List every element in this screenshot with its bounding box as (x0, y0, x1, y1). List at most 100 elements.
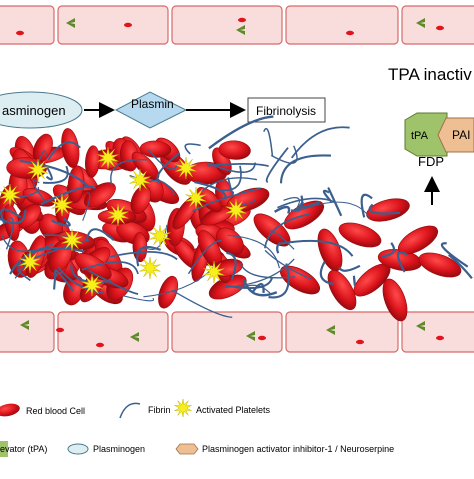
cell-nucleus (346, 30, 354, 36)
cell-nucleus (258, 335, 266, 341)
green-chevron-icon (416, 18, 425, 28)
fibrin-strand (283, 197, 300, 212)
red-blood-cell (382, 278, 408, 322)
fibrin-strand (360, 193, 373, 218)
green-chevron-icon (236, 25, 245, 35)
fibrin-strand (239, 284, 272, 296)
fibrin-strand (110, 250, 178, 261)
red-blood-cell (338, 222, 382, 248)
activated-platelet (27, 158, 49, 182)
fibrin-strand (81, 261, 139, 275)
fibrin-strand (201, 177, 258, 192)
fibrin-strand (263, 127, 274, 157)
fibrin-strand (264, 249, 312, 281)
fibrin-strand (264, 213, 310, 249)
red-blood-cell (216, 227, 244, 256)
fibrinolysis-label: Fibrinolysis (256, 104, 316, 118)
fibrin-strand (42, 165, 69, 184)
fibrin-strand (142, 224, 168, 250)
cell-nucleus (436, 25, 444, 31)
fibrin-strand (184, 143, 201, 155)
fibrin-strand (0, 234, 54, 252)
fibrin-strand (396, 251, 408, 273)
pai-shape-label: PAI (452, 128, 470, 142)
legend-tpa-icon (0, 441, 8, 457)
fibrin-strand (0, 209, 27, 225)
fibrin-strand (85, 228, 115, 242)
fibrin-strand (206, 162, 256, 174)
fibrin-strand (381, 242, 396, 258)
fibrin-strand (187, 239, 222, 275)
endothelial-cell (0, 311, 55, 353)
endothelial-cell (285, 5, 399, 45)
cell-nucleus (56, 327, 64, 333)
clot (0, 115, 473, 322)
green-chevron-icon (66, 18, 75, 28)
activated-platelet (139, 256, 161, 280)
activated-platelet (203, 260, 225, 284)
red-blood-cell (279, 265, 321, 295)
endothelial-cell (401, 5, 474, 45)
red-blood-cell (397, 225, 439, 255)
fibrin-strand (270, 230, 295, 250)
red-blood-cell (327, 269, 357, 311)
plasminogen-label: asminogen (2, 103, 66, 118)
endothelial-cell (57, 311, 169, 353)
fibrin-strand (221, 258, 295, 289)
fibrin-strand (51, 217, 71, 227)
fibrin-strand (352, 275, 356, 287)
red-blood-cell (418, 252, 462, 278)
fibrin-strand (40, 185, 96, 206)
activated-platelet (107, 203, 129, 227)
fibrin-strand (279, 154, 332, 184)
fibrin-strand (338, 264, 361, 272)
plasmin-label: Plasmin (131, 97, 174, 111)
legend-platelet-icon (174, 398, 192, 418)
endothelial-cell (285, 311, 399, 353)
fibrin-strand (47, 141, 81, 161)
red-blood-cell (218, 140, 251, 160)
fibrin-strand (12, 239, 90, 268)
fibrin-strand (242, 279, 278, 297)
activated-platelet (225, 198, 247, 222)
vessel-wall-bottom (0, 311, 474, 353)
legend-fibrin-icon (119, 402, 141, 419)
plasminogen-node (0, 91, 83, 129)
fibrin-strand (319, 260, 334, 285)
endothelial-cell (171, 5, 283, 45)
fibrin-strand (192, 187, 261, 213)
fibrin-strand (70, 264, 111, 284)
fibrin-strand (20, 159, 90, 188)
endothelial-cell (0, 5, 55, 45)
fibrin-strand (32, 180, 46, 202)
fibrin-strand (251, 282, 265, 294)
fibrin-strand (298, 200, 321, 209)
red-blood-cell (196, 187, 222, 213)
activated-platelet (19, 250, 41, 274)
legend-plasminogen-label: Plasminogen (93, 444, 145, 454)
activated-platelet (97, 146, 119, 170)
activated-platelet (185, 186, 207, 210)
fibrin-strand (194, 181, 227, 200)
fibrin-strand (0, 208, 22, 225)
fibrin-strand (226, 251, 237, 280)
fibrin-strand (82, 192, 91, 221)
fibrin-strand (147, 149, 179, 170)
legend-plasminogen-icon (67, 443, 89, 455)
activated-platelet (51, 193, 73, 217)
fibrin-strand (276, 241, 282, 254)
vessel-wall-top (0, 5, 474, 45)
fibrin-strand (156, 152, 181, 185)
legend-tpa-label: evator (tPA) (0, 444, 47, 454)
fibrin-strand (270, 145, 298, 164)
legend-platelet-label: Activated Platelets (196, 405, 271, 415)
tpa-shape-label: tPA (411, 130, 429, 142)
cell-nucleus (96, 342, 104, 348)
cell-nucleus (238, 17, 246, 23)
legend-rbc-icon (0, 403, 20, 417)
fibrin-strand (290, 126, 350, 159)
pai-shape (437, 117, 474, 153)
activated-platelet (61, 228, 83, 252)
